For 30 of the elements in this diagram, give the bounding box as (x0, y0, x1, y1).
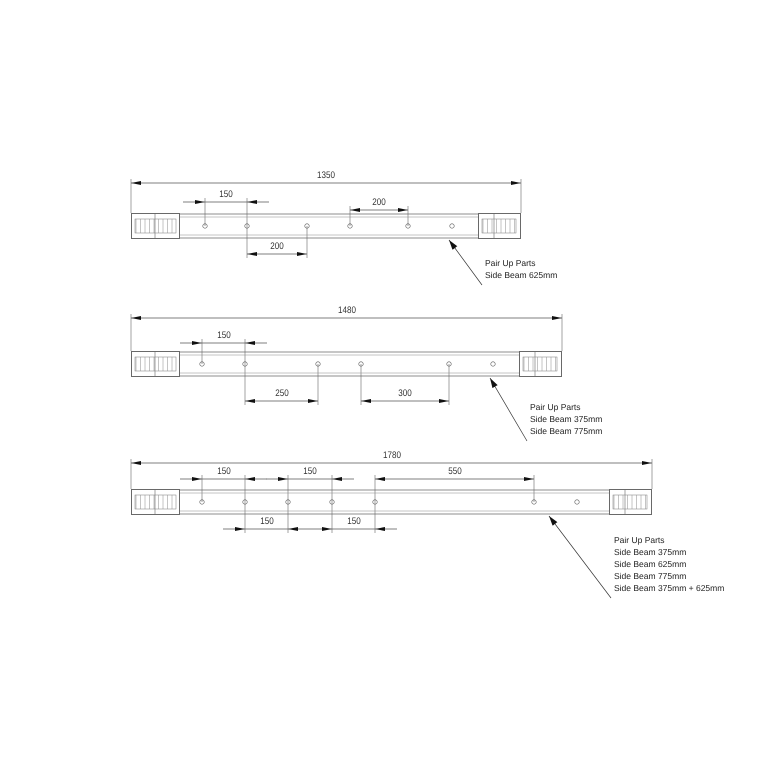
note-text: Side Beam 625mm (485, 270, 558, 280)
note-text: Pair Up Parts (530, 402, 582, 412)
note-text: Side Beam 625mm (614, 559, 688, 569)
dimension-value: 250 (274, 389, 288, 399)
dimension-value: 300 (398, 389, 412, 399)
note-text: Pair Up Parts (614, 535, 666, 545)
dimension-value: 1350 (317, 171, 335, 181)
note-text: Pair Up Parts (485, 258, 537, 268)
dimension-value: 150 (303, 467, 317, 477)
note-text: Side Beam 375mm (530, 414, 604, 424)
dimension-value: 1780 (382, 451, 400, 461)
note-text: Side Beam 775mm (614, 571, 688, 581)
side-beam-drawing (131, 351, 562, 377)
leader-line (490, 378, 528, 442)
note-text: Side Beam 375mm (614, 547, 688, 557)
dimension-value: 150 (260, 517, 274, 527)
leader-line (448, 240, 482, 286)
dimension-value: 200 (372, 198, 386, 208)
note-text: Side Beam 775mm (530, 426, 604, 436)
side-beam-drawing (131, 213, 521, 239)
side-beam-drawing (131, 489, 652, 515)
dimension-value: 1480 (338, 306, 356, 316)
dimension-value: 150 (216, 331, 230, 341)
dimension-value: 200 (270, 242, 284, 252)
dimension-value: 150 (346, 517, 360, 527)
dimension-value: 550 (448, 467, 462, 477)
leader-line (548, 516, 612, 598)
note-text: Side Beam 375mm + 625mm (614, 583, 726, 593)
dimension-value: 150 (216, 467, 230, 477)
dimension-value: 150 (219, 190, 233, 200)
